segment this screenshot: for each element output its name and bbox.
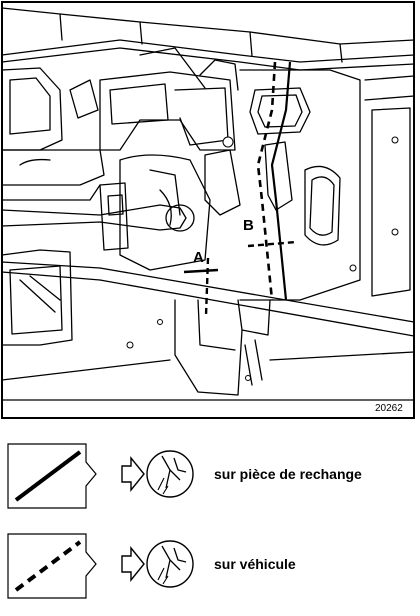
- cut-label-b: B: [243, 217, 254, 234]
- scissors-cut-icon: [146, 450, 194, 498]
- scissors-cut-icon: [146, 540, 194, 588]
- vehicle-body-structure: [1, 7, 415, 401]
- legend-label-spare-part: sur pièce de rechange: [214, 466, 362, 482]
- legend-row-spare-part: sur pièce de rechange: [7, 443, 362, 509]
- legend-label-vehicle: sur véhicule: [214, 556, 296, 572]
- cut-mark-b: [247, 240, 297, 248]
- legend-swatch-box: [7, 533, 97, 599]
- figure-reference-number: 20262: [375, 403, 403, 414]
- solid-line-icon: [14, 450, 82, 502]
- arrow-right-icon: [121, 456, 145, 492]
- drawing-frame: [1, 1, 415, 419]
- legend-row-vehicle: sur véhicule: [7, 533, 296, 599]
- fastener-holes: [126, 136, 399, 381]
- dashed-line-icon: [14, 540, 82, 592]
- cut-line-on-vehicle: [256, 61, 277, 301]
- cut-label-a: A: [193, 249, 204, 266]
- arrow-right-icon: [121, 546, 145, 582]
- cut-mark-a-horizontal: [183, 268, 219, 274]
- cut-line-on-spare-part: [270, 61, 292, 301]
